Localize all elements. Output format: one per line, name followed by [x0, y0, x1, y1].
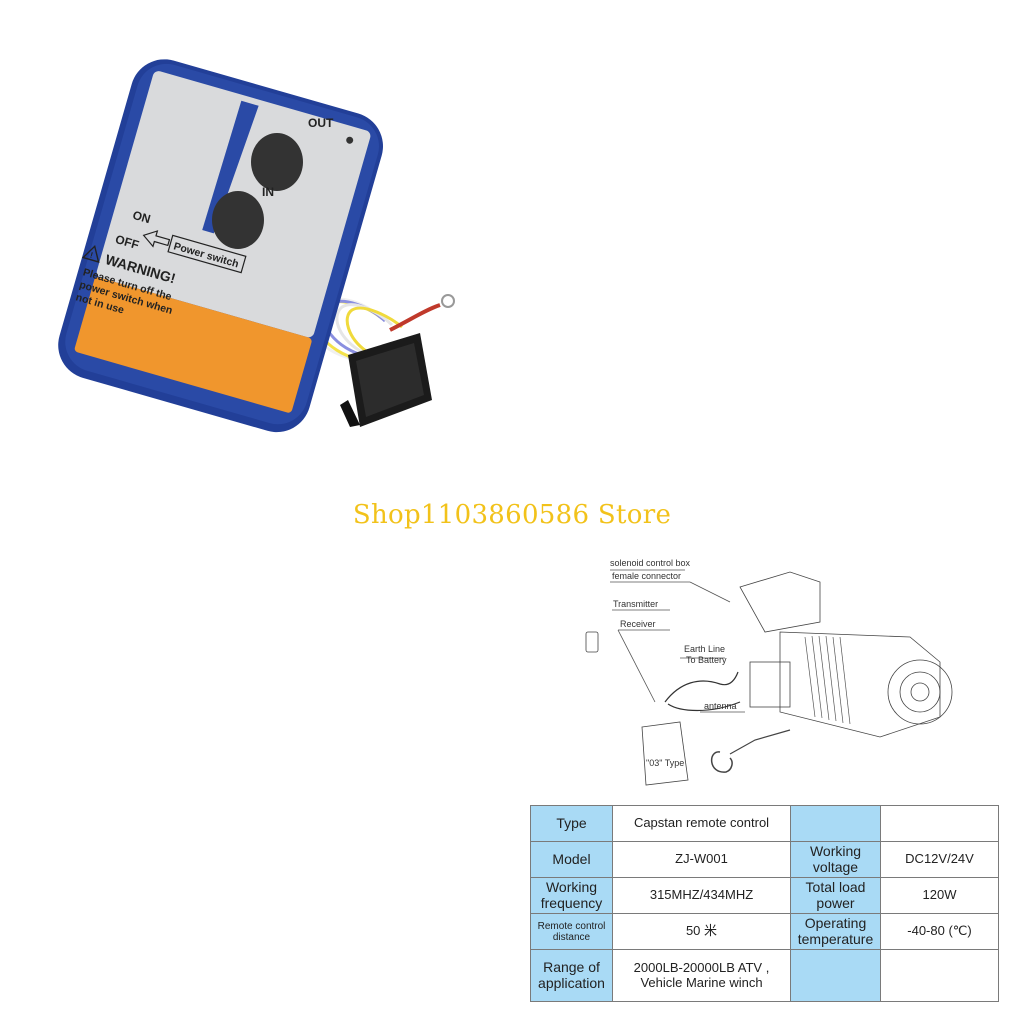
on-label: ON: [131, 208, 152, 226]
warning-icon: [81, 244, 100, 263]
empty-value-cell: [880, 805, 999, 842]
value-remote-distance: 50 米: [612, 913, 791, 950]
in-button[interactable]: [212, 191, 264, 249]
winch-diagram: solenoid control box female connector Tr…: [580, 552, 980, 797]
label-type: Type: [530, 805, 613, 842]
empty-value-cell: [880, 949, 999, 1002]
remote-body: [58, 59, 383, 433]
ring-terminal: [441, 294, 455, 308]
value-model: ZJ-W001: [612, 841, 791, 878]
store-watermark: Shop1103860586 Store: [352, 500, 672, 530]
value-type: Capstan remote control: [612, 805, 791, 842]
label-03-type: "03" Type: [646, 758, 684, 768]
receiver-box: [340, 333, 432, 427]
value-operating-temperature: -40-80 (℃): [880, 913, 999, 950]
label-transmitter: Transmitter: [613, 599, 658, 609]
product-photo: OUT IN ON OFF Power switch ! WARNING! Pl…: [30, 55, 470, 435]
value-working-voltage: DC12V/24V: [880, 841, 999, 878]
label-receiver: Receiver: [620, 619, 656, 629]
empty-label-cell: [790, 805, 881, 842]
label-female-connector: female connector: [612, 571, 681, 581]
label-antenna: antenna: [704, 701, 737, 711]
spec-table: Type Capstan remote control Model ZJ-W00…: [530, 805, 999, 1002]
out-button[interactable]: [251, 133, 303, 191]
winch-diagram-drawing: solenoid control box female connector Tr…: [585, 558, 953, 786]
svg-text:!: !: [89, 251, 94, 260]
label-earth-line: Earth Line: [684, 644, 725, 654]
off-label: OFF: [114, 232, 141, 252]
in-label: IN: [262, 185, 274, 199]
empty-label-cell: [790, 949, 881, 1002]
value-working-frequency: 315MHZ/434MHZ: [612, 877, 791, 914]
out-label: OUT: [308, 116, 334, 130]
label-to-battery: To Battery: [686, 655, 727, 665]
label-model: Model: [530, 841, 613, 878]
power-switch-box[interactable]: [167, 234, 247, 274]
remote-illustration: OUT IN ON OFF Power switch ! WARNING! Pl…: [58, 59, 455, 433]
value-total-load-power: 120W: [880, 877, 999, 914]
table-row: Type Capstan remote control: [530, 805, 999, 842]
arrow-left-icon: [142, 230, 171, 248]
value-range-of-application: 2000LB-20000LB ATV ,Vehicle Marine winch: [612, 949, 791, 1002]
label-solenoid: solenoid control box: [610, 558, 691, 568]
